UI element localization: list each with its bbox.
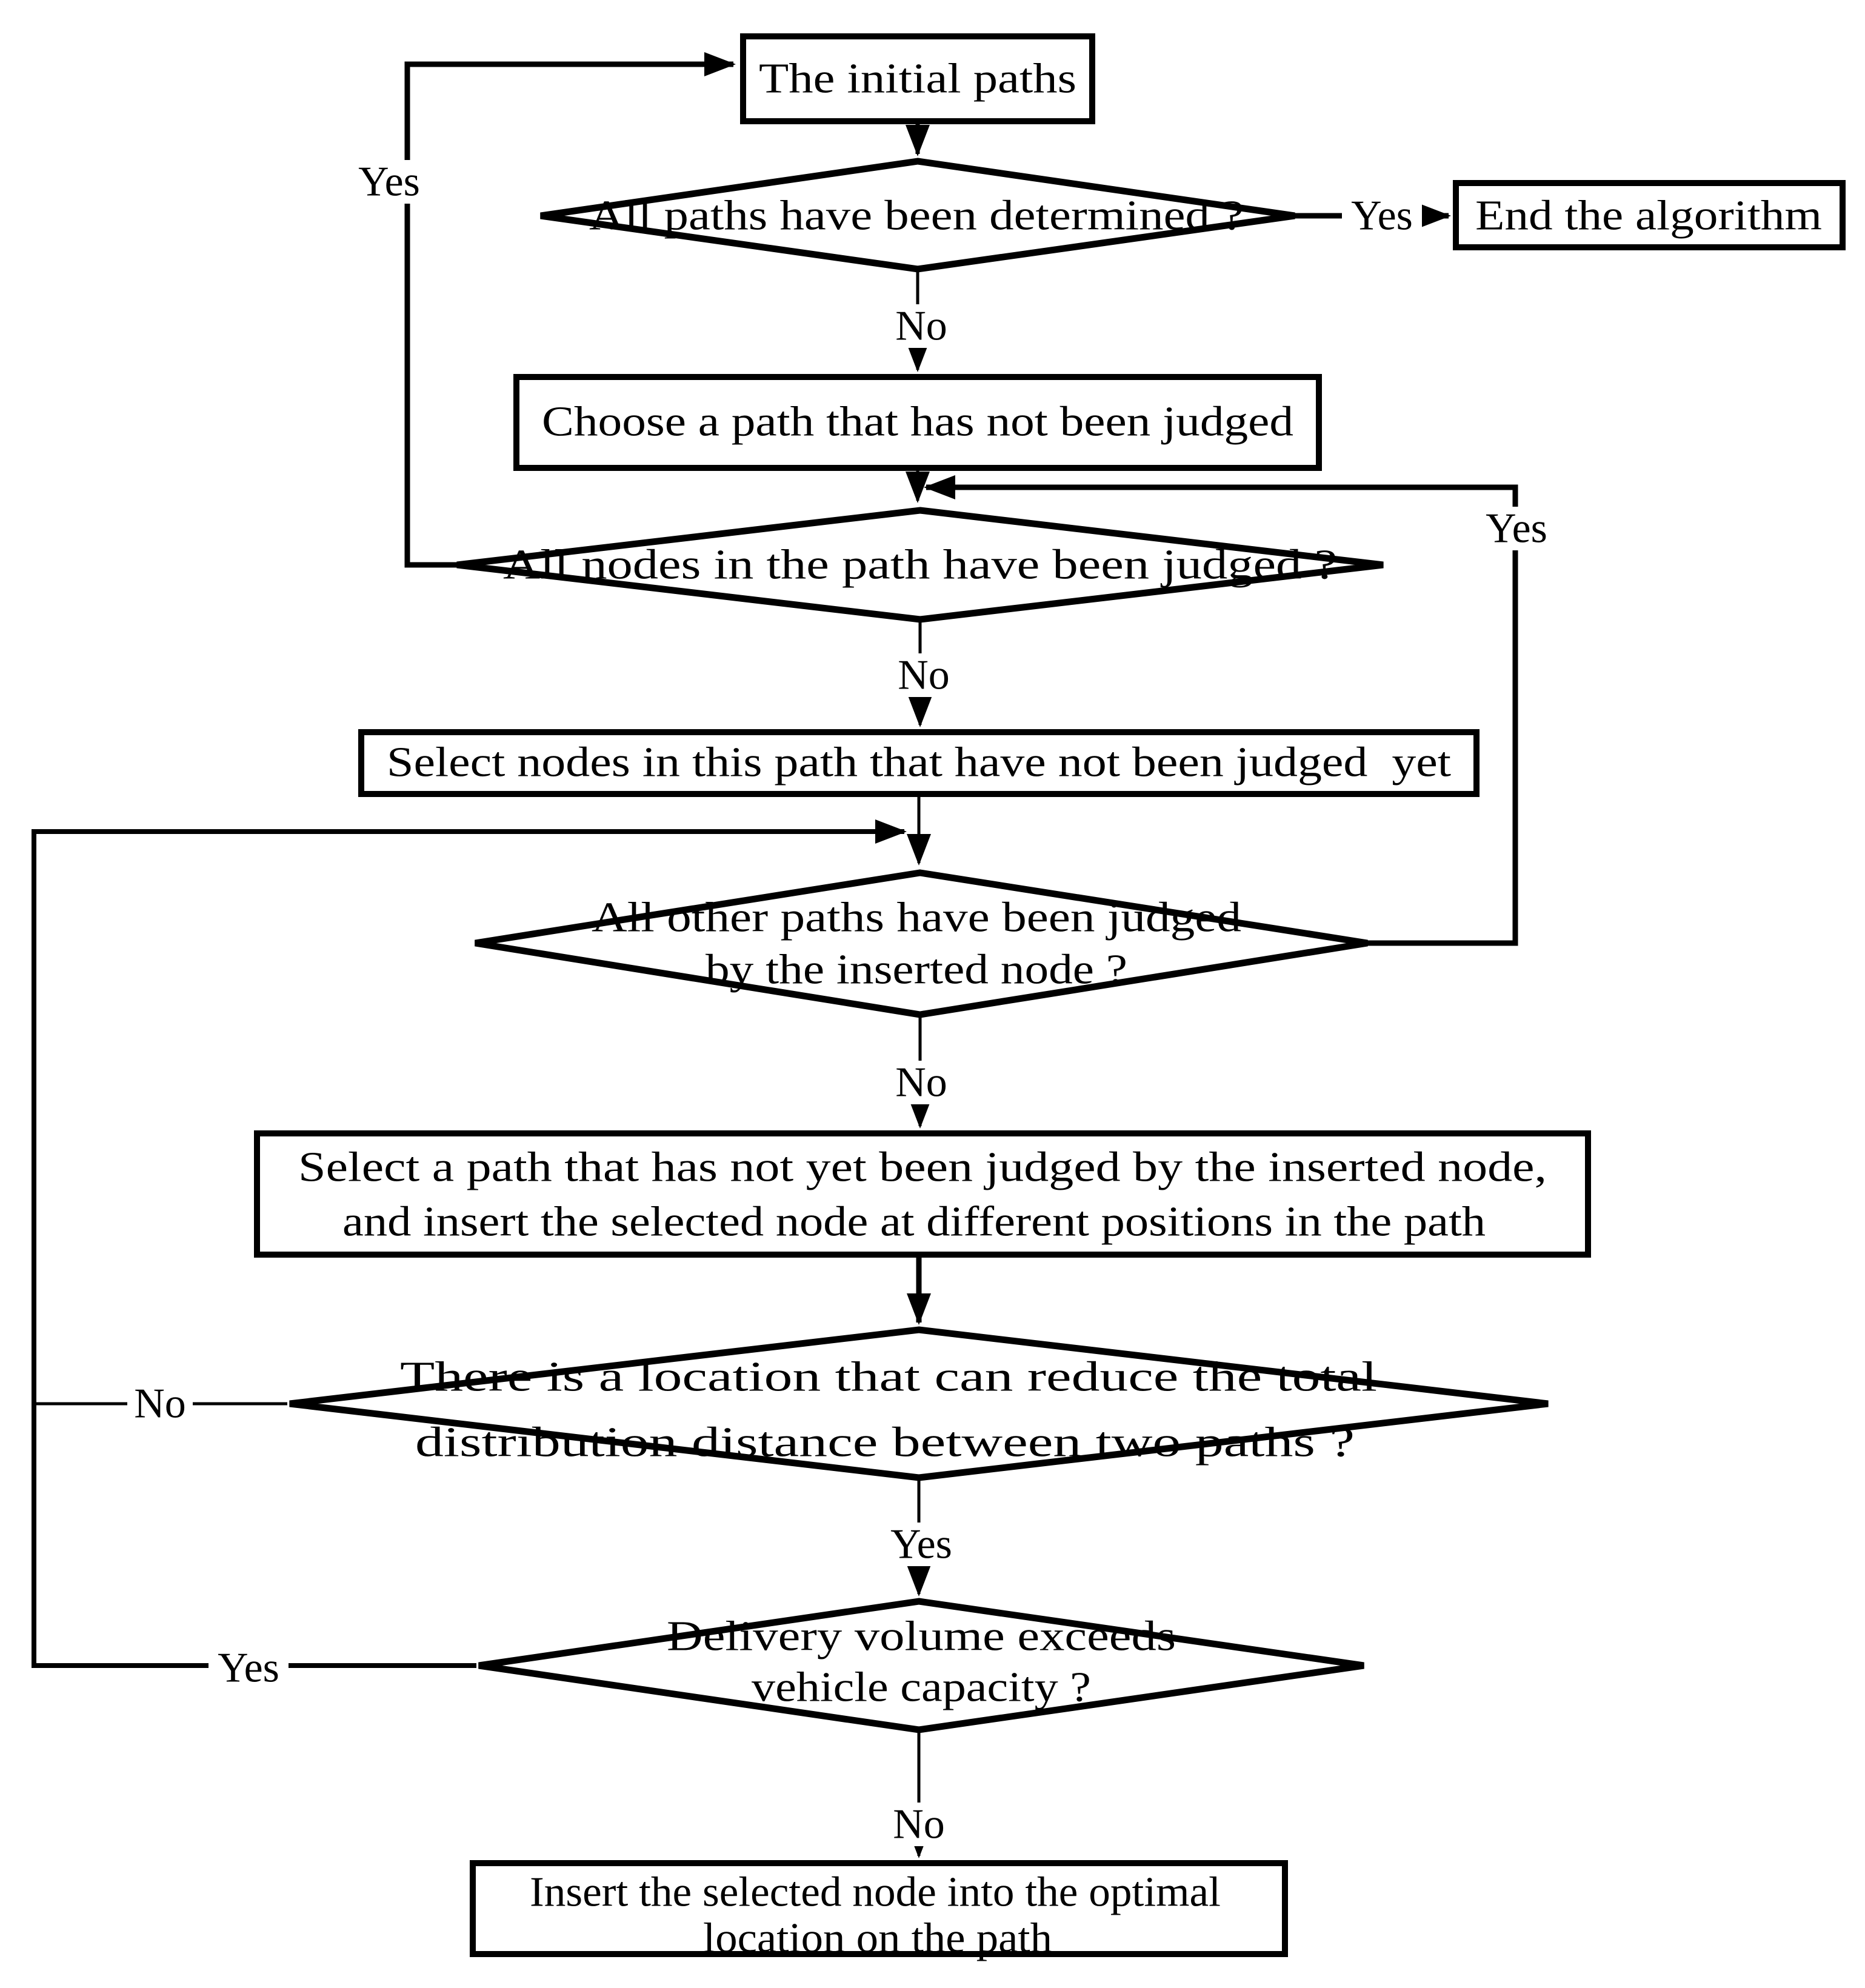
node-insert-optimal-line1: Insert the selected node into the optima… <box>530 1869 1221 1916</box>
node-all-nodes-judged-label: All nodes in the path have been judged ? <box>503 542 1337 589</box>
label-bg-d2-no <box>891 653 956 697</box>
edge-all-other-paths-yes-feedback <box>924 475 1518 946</box>
label-bg-d5-yes <box>209 1646 289 1690</box>
node-all-other-paths-judged-line2: by the inserted node ? <box>706 947 1127 993</box>
edge-label-d4-yes: Yes <box>890 1521 952 1568</box>
node-insert-optimal <box>470 1860 1288 1957</box>
edge-label-d4-no: No <box>134 1381 186 1427</box>
node-select-path-insert-line1: Select a path that has not yet been judg… <box>298 1144 1547 1191</box>
node-select-path-insert-line2: and insert the selected node at differen… <box>342 1199 1486 1246</box>
node-all-paths-determined <box>540 158 1295 273</box>
node-all-other-paths-judged <box>475 869 1368 1018</box>
node-volume-exceeds-capacity <box>478 1598 1364 1733</box>
node-volume-exceeds-capacity-line2: vehicle capacity ? <box>752 1664 1091 1711</box>
node-volume-exceeds-capacity-line1: Delivery volume exceeds <box>667 1613 1176 1660</box>
label-bg-d1-yes <box>1342 194 1422 238</box>
edge-label-d3-no: No <box>895 1059 947 1106</box>
node-select-nodes-label: Select nodes in this path that have not … <box>387 739 1452 786</box>
label-bg-d3-no <box>889 1061 954 1104</box>
edge-label-d2-yes: Yes <box>358 159 420 205</box>
label-bg-d3-yes <box>1476 507 1556 550</box>
node-location-reduces-distance <box>289 1326 1549 1481</box>
node-initial-paths <box>740 33 1095 124</box>
label-bg-d1-no <box>889 304 954 348</box>
node-select-nodes <box>358 729 1480 797</box>
node-all-nodes-judged <box>456 507 1384 623</box>
edge-label-d1-no: No <box>895 303 947 350</box>
node-select-path-insert <box>254 1130 1591 1258</box>
node-end-algorithm-label: End the algorithm <box>1475 193 1822 239</box>
node-all-other-paths-judged-line1: All other paths have been judged <box>592 895 1241 941</box>
edge-label-d5-yes: Yes <box>218 1645 279 1692</box>
edge-label-d3-yes: Yes <box>1486 505 1547 552</box>
node-initial-paths-label: The initial paths <box>759 56 1076 102</box>
edge-label-d5-no: No <box>893 1801 945 1848</box>
node-location-reduces-distance-line1: There is a location that can reduce the … <box>400 1354 1377 1401</box>
label-bg-d4-no <box>127 1382 193 1426</box>
edge-all-nodes-judged-yes-loop <box>404 52 736 568</box>
label-bg-d5-no <box>886 1803 952 1846</box>
node-choose-path-label: Choose a path that has not been judged <box>542 399 1293 445</box>
edge-label-d2-no: No <box>898 652 950 699</box>
edge-label-d1-yes: Yes <box>1351 193 1413 239</box>
label-bg-d2-yes <box>349 160 429 204</box>
node-end-algorithm <box>1453 180 1846 250</box>
label-bg-d4-yes <box>881 1523 961 1566</box>
node-insert-optimal-line2: location on the path <box>703 1915 1052 1962</box>
node-choose-path <box>513 374 1322 471</box>
node-location-reduces-distance-line2: distribution distance between two paths … <box>415 1419 1355 1466</box>
node-all-paths-determined-label: All paths have been determined ? <box>589 193 1244 239</box>
